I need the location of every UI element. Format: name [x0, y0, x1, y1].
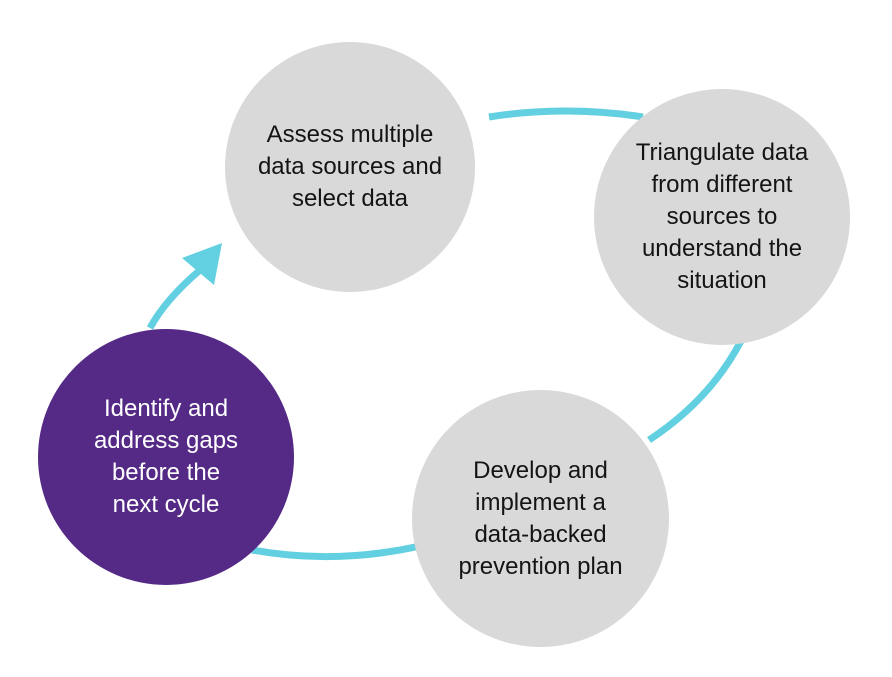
- connector-step3-to-step4: [251, 542, 421, 561]
- step-triangulate-data: Triangulate data from different sources …: [594, 89, 850, 345]
- step-assess-data-label: Assess multiple data sources and select …: [257, 121, 443, 212]
- step-develop-plan: Develop and implement a data-backed prev…: [412, 390, 669, 647]
- step-identify-gaps: Identify and address gaps before the nex…: [38, 329, 294, 585]
- step-triangulate-data-label: Triangulate data from different sources …: [635, 139, 809, 294]
- connector-step2-to-step3: [647, 339, 745, 443]
- step-develop-plan-label: Develop and implement a data-backed prev…: [458, 456, 623, 580]
- connector-step1-to-step2: [488, 107, 644, 121]
- step-assess-data: Assess multiple data sources and select …: [225, 42, 475, 292]
- connector-step4-to-step1: [146, 267, 203, 330]
- step-identify-gaps-label: Identify and address gaps before the nex…: [93, 395, 239, 518]
- arrowhead-icon: [182, 243, 222, 285]
